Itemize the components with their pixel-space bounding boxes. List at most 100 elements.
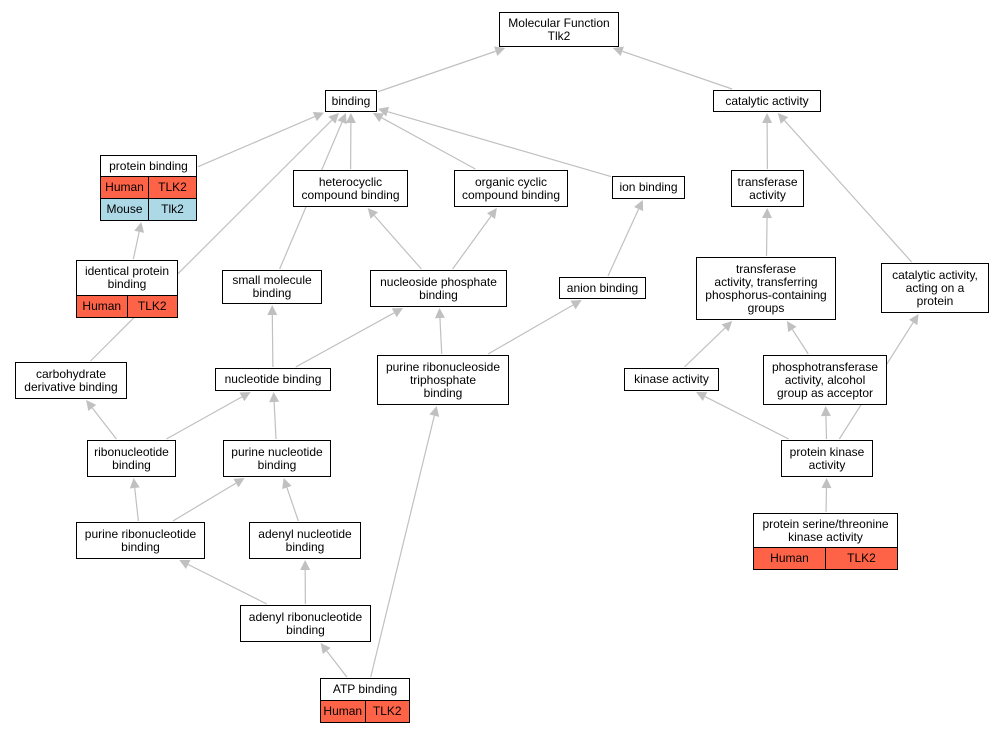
- gene-cell: TLK2: [126, 296, 177, 317]
- node-label: binding: [331, 93, 371, 108]
- arrowhead-icon: [786, 321, 797, 333]
- edge-line: [765, 217, 768, 257]
- arrowhead-icon: [233, 478, 245, 488]
- edge-line: [295, 312, 395, 368]
- edge-protein_binding-to-binding: [197, 111, 324, 168]
- edge-line: [381, 117, 476, 170]
- edge-adenyl_ribonucleotide-to-adenyl_nucleotide: [300, 560, 311, 605]
- node-label: organic cyclic compound binding: [461, 174, 561, 202]
- node-binding[interactable]: binding: [325, 90, 377, 112]
- edge-line: [825, 415, 828, 440]
- edge-ser_thr-to-protein_kinase: [821, 478, 832, 513]
- node-label: anion binding: [566, 280, 639, 295]
- arrowhead-icon: [239, 392, 251, 402]
- arrowhead-icon: [612, 46, 624, 56]
- gene-cell: TLK2: [148, 177, 196, 198]
- node-label: ATP binding: [332, 682, 398, 696]
- node-ion[interactable]: ion binding: [612, 176, 685, 199]
- arrowhead-icon: [570, 300, 582, 310]
- gene-cell: TLK2: [364, 701, 409, 722]
- node-label: purine ribonucleoside triphosphate bindi…: [385, 359, 501, 400]
- edge-transferase-to-catalytic: [762, 113, 773, 170]
- node-label: small molecule binding: [232, 273, 312, 300]
- edge-line: [132, 231, 140, 260]
- edge-purine_ribonucleotide-to-purine_nucleotide: [172, 478, 245, 522]
- arrowhead-icon: [179, 560, 191, 569]
- arrowhead-icon: [391, 308, 404, 318]
- edge-line: [791, 329, 809, 355]
- node-purine-nucleotide[interactable]: purine nucleotide binding: [223, 440, 331, 477]
- gene-cell: Tlk2: [148, 199, 196, 220]
- node-label: nucleotide binding: [224, 372, 322, 386]
- node-catalytic[interactable]: catalytic activity: [713, 90, 821, 112]
- arrowhead-icon: [134, 222, 145, 233]
- edge-cat_protein-to-catalytic: [777, 113, 913, 263]
- node-transferase[interactable]: transferase activity: [731, 170, 804, 207]
- arrowhead-icon: [86, 400, 97, 411]
- gene-cell: TLK2: [825, 548, 897, 569]
- edge-atp-to-adenyl_ribonucleotide: [320, 643, 348, 678]
- arrowhead-icon: [267, 305, 278, 316]
- node-nucleoside-phos[interactable]: nucleoside phosphate binding: [370, 270, 507, 307]
- edge-nucleotide-to-small_mol: [267, 305, 278, 368]
- node-organic[interactable]: organic cyclic compound binding: [454, 170, 568, 207]
- node-label: protein binding: [109, 158, 188, 173]
- node-nucleotide[interactable]: nucleotide binding: [215, 368, 331, 391]
- node-small-mol[interactable]: small molecule binding: [222, 270, 322, 304]
- edge-ribonucleotide-to-carb: [86, 400, 117, 440]
- edge-line: [784, 120, 913, 263]
- edge-catalytic-to-mf: [612, 46, 733, 90]
- node-label: protein kinase activity: [789, 444, 865, 472]
- node-kinase[interactable]: kinase activity: [624, 368, 719, 391]
- edge-purine_ribonucleotide-to-ribonucleotide: [129, 478, 140, 522]
- arrowhead-icon: [820, 406, 831, 417]
- edge-line: [487, 304, 574, 355]
- edge-kinase-to-transf_phos: [684, 321, 733, 368]
- arrowhead-icon: [634, 200, 644, 212]
- node-transf-phos[interactable]: transferase activity, transferring phosp…: [696, 257, 836, 320]
- arrowhead-icon: [312, 111, 324, 122]
- arrowhead-icon: [494, 46, 506, 56]
- node-label: kinase activity: [634, 372, 709, 386]
- edge-phosphotransferase-to-transf_phos: [786, 321, 809, 355]
- edge-line: [134, 487, 139, 522]
- edge-organic-to-binding: [372, 113, 476, 170]
- species-cell: Human: [754, 548, 825, 569]
- node-adenyl-ribonucleotide[interactable]: adenyl ribonucleotide binding: [240, 605, 371, 642]
- arrowhead-icon: [908, 314, 919, 326]
- node-phosphotransferase[interactable]: phosphotransferase activity, alcohol gro…: [763, 355, 887, 405]
- node-label: ion binding: [619, 180, 678, 194]
- species-cell: Human: [321, 701, 365, 722]
- edge-line: [684, 327, 726, 368]
- node-purine-ribonucleoside-tp[interactable]: purine ribonucleoside triphosphate bindi…: [377, 355, 509, 405]
- arrowhead-icon: [721, 321, 733, 332]
- node-mf[interactable]: Molecular Function Tlk2: [499, 12, 619, 47]
- edge-line: [91, 407, 117, 440]
- node-ser-thr[interactable]: protein serine/threonine kinase activity…: [753, 513, 898, 570]
- edge-line: [273, 401, 277, 440]
- node-ribonucleotide[interactable]: ribonucleotide binding: [87, 440, 176, 477]
- edge-nucleoside_phos-to-organic: [452, 208, 497, 270]
- edge-carb-to-binding: [90, 113, 339, 362]
- arrowhead-icon: [762, 113, 773, 124]
- node-cat-protein[interactable]: catalytic activity, acting on a protein: [881, 263, 989, 313]
- node-protein-kinase[interactable]: protein kinase activity: [781, 440, 873, 477]
- node-purine-ribonucleotide[interactable]: purine ribonucleotide binding: [76, 522, 205, 559]
- node-hetero[interactable]: heterocyclic compound binding: [293, 170, 408, 207]
- edge-transf_phos-to-transferase: [762, 208, 773, 257]
- node-label: identical protein binding: [84, 264, 170, 291]
- edge-identical-to-protein_binding: [132, 222, 145, 260]
- node-anion[interactable]: anion binding: [559, 277, 646, 299]
- edge-ribonucleotide-to-nucleotide: [166, 392, 251, 440]
- edge-line: [166, 396, 243, 440]
- arrowhead-icon: [367, 208, 379, 219]
- edge-line: [452, 215, 492, 270]
- node-carb[interactable]: carbohydrate derivative binding: [15, 362, 127, 399]
- node-adenyl-nucleotide[interactable]: adenyl nucleotide binding: [249, 522, 361, 559]
- edge-line: [439, 317, 443, 355]
